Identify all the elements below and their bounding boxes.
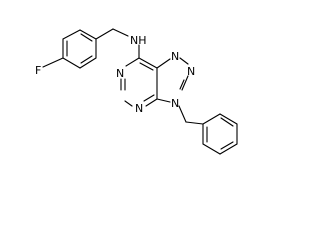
bond <box>62 29 81 40</box>
atom-label-n-triazole: N <box>171 97 179 110</box>
bond <box>181 75 189 91</box>
bond <box>79 29 97 40</box>
double-bond-inner <box>143 94 155 102</box>
molecule-svg: F NH N N N N N <box>35 28 238 155</box>
double-bond-inner <box>220 117 234 127</box>
double-bond-inner <box>220 141 234 150</box>
double-bond-inner <box>80 33 93 42</box>
bond-ch2-ring <box>185 121 204 125</box>
bond <box>219 113 238 125</box>
atom-label-n-triazole: N <box>187 65 195 78</box>
bond <box>156 98 171 103</box>
bond <box>156 58 171 69</box>
bond <box>62 57 81 69</box>
double-bond-inner <box>80 55 93 64</box>
pyrimidine-ring <box>120 57 158 107</box>
double-bond-inner <box>179 79 185 90</box>
bond <box>219 143 238 155</box>
bond <box>79 57 97 69</box>
bond <box>125 57 140 67</box>
bond <box>124 100 133 107</box>
double-bond-inner <box>139 62 154 71</box>
bond <box>138 57 158 69</box>
bond <box>202 143 221 155</box>
bond <box>179 57 189 65</box>
bond <box>202 113 221 125</box>
bond <box>145 98 158 107</box>
atom-label-f: F <box>35 64 41 77</box>
triazole-ring <box>156 57 189 103</box>
atom-label-n-pyrimidine: N <box>116 67 124 80</box>
bond-ring-ch2 <box>95 28 114 40</box>
bond-ch2-nh <box>112 28 129 37</box>
bond-c-f <box>42 57 64 68</box>
fluorophenyl-ring <box>62 29 97 69</box>
benzyl-ring <box>202 113 238 155</box>
atom-label-nh: NH <box>130 34 147 47</box>
molecule-diagram: F NH N N N N N <box>35 28 238 155</box>
bond-n-ch2 <box>178 105 187 123</box>
atom-label-n-triazole: N <box>171 50 179 63</box>
atom-label-n-pyrimidine: N <box>135 102 143 115</box>
